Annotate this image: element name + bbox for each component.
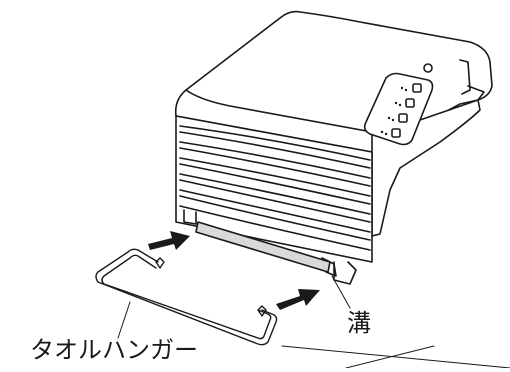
arrow-right-icon: [148, 231, 190, 250]
towel-hanger-label: タオルハンガー: [30, 336, 198, 364]
towel-hanger: [95, 248, 278, 346]
floor-line: [281, 345, 510, 369]
front-grille-louvers: [179, 125, 371, 251]
control-panel-button-icon: [405, 98, 415, 108]
right-foot: [333, 261, 357, 285]
control-panel: [363, 63, 434, 146]
housing-side-line: [459, 59, 471, 95]
power-indicator-icon: [423, 63, 433, 73]
control-panel-button-icon: [412, 83, 422, 93]
front-grille-frame: [175, 115, 373, 263]
towel-hanger-leader: [117, 301, 131, 339]
arrow-right-icon: [276, 289, 320, 310]
control-panel-button-icon: [391, 128, 401, 138]
housing-top-edge: [185, 89, 373, 133]
groove-slot: [321, 257, 337, 277]
control-panel-button-icon: [398, 113, 408, 123]
floor-line: [345, 345, 435, 369]
left-foot: [183, 209, 197, 225]
rear-foot: [467, 85, 485, 101]
groove-label: 溝: [347, 309, 371, 337]
groove-leader: [331, 275, 351, 309]
